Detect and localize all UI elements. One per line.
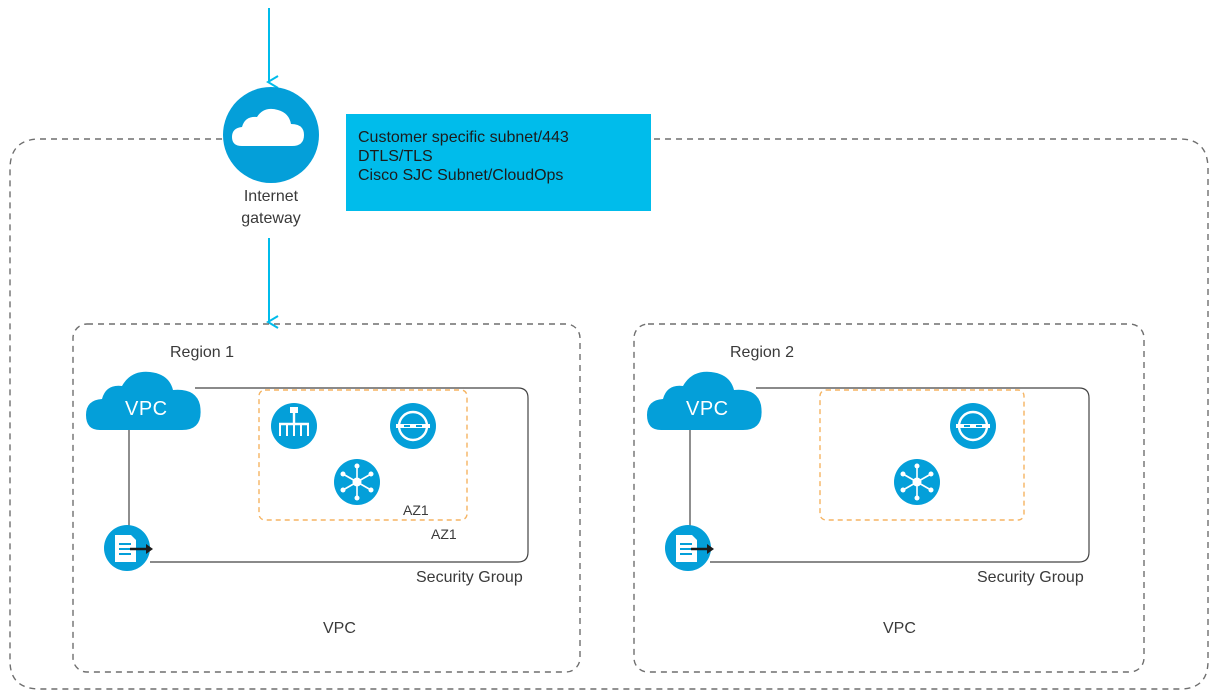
az-1-boundary: [258, 389, 468, 521]
storage-gateway-icon: [665, 525, 714, 571]
gateway-label-line: Internet: [243, 188, 299, 205]
callout-line: Customer specific subnet/443: [358, 129, 569, 146]
security-group-1-boundary: [150, 387, 529, 563]
storage-gateway-icon: [104, 525, 153, 571]
hub-node-icon: [334, 459, 380, 505]
firewall-icon: [390, 403, 436, 449]
security-group-label: Security Group: [977, 569, 1084, 586]
region-2-boundary: [633, 323, 1145, 673]
gateway-label-line: gateway: [241, 210, 301, 227]
security-group-label: Security Group: [416, 569, 523, 586]
vpc-cloud-icon: [647, 371, 762, 430]
vpc-label: VPC: [323, 620, 356, 637]
callout-line: DTLS/TLS: [358, 148, 433, 165]
callout-line: Cisco SJC Subnet/CloudOps: [358, 167, 564, 184]
region-2-title: Region 2: [730, 344, 795, 361]
vpc-cloud-icon: [86, 371, 201, 430]
security-group-2-boundary: [710, 387, 1090, 563]
traffic-callout: Customer specific subnet/443 DTLS/TLS Ci…: [346, 114, 651, 211]
router-icon: [271, 403, 317, 449]
hub-node-icon: [894, 459, 940, 505]
vpc-label: VPC: [883, 620, 916, 637]
cloud-icon: [223, 87, 319, 183]
az-inner-label: AZ1: [403, 502, 429, 518]
vpc-cloud-label: VPC: [686, 398, 729, 420]
vpc-cloud-label: VPC: [125, 398, 168, 420]
outer-boundary: [9, 138, 1209, 690]
firewall-icon: [950, 403, 996, 449]
az-2-boundary: [819, 389, 1025, 521]
region-1-boundary: [72, 323, 581, 673]
internet-gateway-label: Internet gateway: [226, 186, 316, 230]
az-outer-label: AZ1: [431, 526, 457, 542]
region-1-title: Region 1: [170, 344, 235, 361]
